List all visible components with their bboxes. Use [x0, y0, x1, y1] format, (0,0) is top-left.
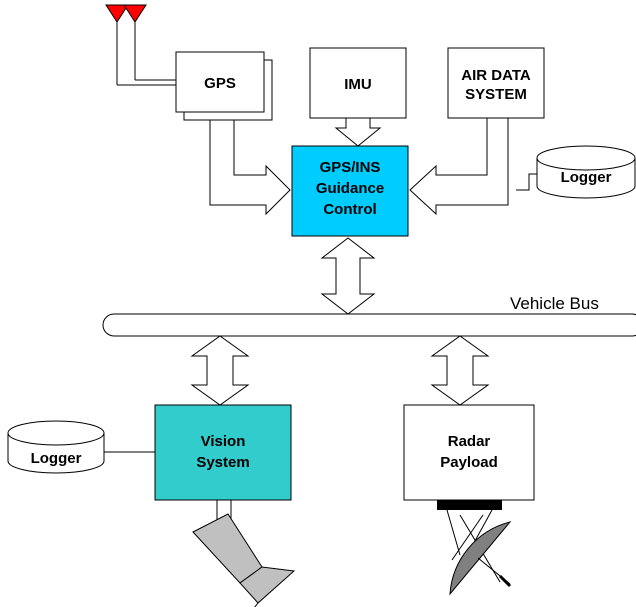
guidance-label-1: GPS/INS	[320, 159, 381, 176]
guidance-label-2: Guidance	[316, 180, 384, 197]
camera-icon	[192, 499, 296, 607]
vehicle-bus-label: Vehicle Bus	[510, 294, 599, 313]
logger-bottom-label: Logger	[31, 450, 82, 467]
air-data-to-guidance-arrow	[409, 117, 509, 216]
bus-vision-arrow	[190, 335, 250, 406]
vision-system-box: Vision System	[154, 404, 292, 501]
logger-top: Logger	[536, 145, 636, 199]
radar-payload-box: Radar Payload	[403, 404, 535, 501]
guidance-bus-arrow	[320, 237, 376, 315]
radar-dish-icon	[437, 500, 512, 596]
antenna-icon	[105, 4, 176, 86]
guidance-control-box: GPS/INS Guidance Control	[291, 145, 409, 237]
radar-label-2: Payload	[440, 454, 498, 471]
cylinder-icon	[536, 145, 636, 199]
air-data-label-1: AIR DATA	[461, 67, 531, 84]
bus-radar-arrow	[430, 335, 490, 406]
vision-label-1: Vision	[201, 433, 246, 450]
cylinder-icon	[7, 420, 105, 474]
logger-bottom: Logger	[7, 420, 105, 474]
gps-box: GPS	[175, 51, 273, 121]
air-data-label-2: SYSTEM	[465, 86, 527, 103]
vehicle-bus: Vehicle Bus	[102, 294, 636, 337]
guidance-label-3: Control	[323, 201, 376, 218]
gps-to-guidance-arrow	[209, 119, 291, 216]
imu-label: IMU	[344, 76, 372, 93]
air-data-system-box: AIR DATA SYSTEM	[447, 47, 545, 119]
radar-label-1: Radar	[448, 433, 491, 450]
logger-top-connector	[516, 173, 537, 191]
logger-top-label: Logger	[561, 169, 612, 186]
vision-label-2: System	[196, 454, 249, 471]
imu-box: IMU	[309, 47, 407, 119]
imu-to-guidance-arrow	[334, 117, 382, 147]
gps-label: GPS	[204, 75, 236, 92]
